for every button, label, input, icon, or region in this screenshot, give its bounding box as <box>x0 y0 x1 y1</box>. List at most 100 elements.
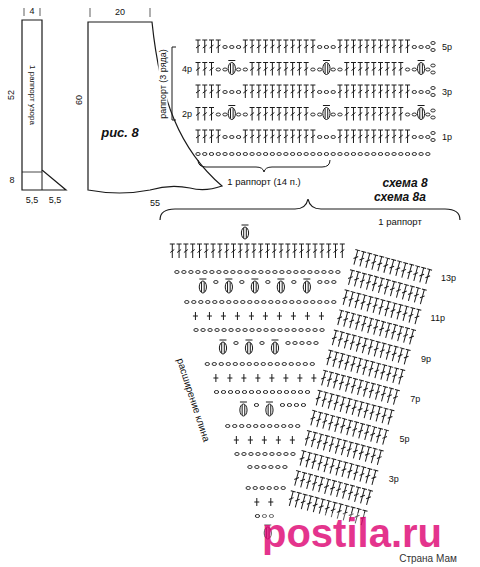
stitch-line <box>283 40 288 41</box>
stitch-line <box>349 270 353 284</box>
stitch-line <box>348 398 353 399</box>
stitch-line <box>369 362 373 376</box>
stitch-line <box>416 287 421 288</box>
stitch-line <box>299 250 303 253</box>
stitch-line <box>216 90 220 93</box>
double-crochet-symbol <box>374 406 383 422</box>
chain-symbol <box>215 329 219 332</box>
stitch-line <box>371 449 375 463</box>
stitch-line <box>322 419 327 423</box>
double-crochet-symbol <box>327 437 336 453</box>
chain-symbol <box>332 281 336 284</box>
bobble-outline <box>303 281 310 293</box>
chain-symbol <box>392 153 396 156</box>
double-crochet-symbol <box>217 244 222 258</box>
stitch-line <box>170 250 174 253</box>
double-crochet-symbol <box>304 130 309 143</box>
stitch-line <box>416 309 421 310</box>
stitch-line <box>213 378 218 379</box>
stitch-line <box>323 60 330 61</box>
double-crochet-symbol <box>365 318 374 334</box>
double-crochet-symbol <box>209 63 214 76</box>
stitch-line <box>360 401 365 402</box>
stitch-line <box>366 469 370 483</box>
stitch-line <box>391 309 396 313</box>
stitch-line <box>403 333 408 337</box>
stitch-line <box>320 455 325 456</box>
stitch-line <box>309 496 314 497</box>
stitch-line <box>358 85 363 86</box>
stitch-line <box>372 45 376 48</box>
double-crochet-symbol <box>407 329 416 345</box>
stitch-line <box>379 327 384 331</box>
stitch-line <box>244 405 245 415</box>
stitch-line <box>361 489 365 503</box>
double-crochet-symbol <box>363 253 372 269</box>
double-crochet-symbol <box>351 443 360 459</box>
stitch-line <box>376 385 380 399</box>
stitch-line <box>270 85 275 86</box>
double-crochet-symbol <box>304 474 313 490</box>
chain-symbol <box>243 68 247 71</box>
double-crochet-symbol <box>344 398 353 414</box>
repeat-label: 1 раппорт (14 п.) <box>226 177 301 187</box>
stitch-line <box>392 62 397 63</box>
stitch-line <box>297 107 302 108</box>
stitch-line <box>196 62 201 63</box>
stitch-line <box>370 432 375 436</box>
single-crochet-symbol <box>241 374 246 382</box>
double-crochet-symbol <box>314 412 323 428</box>
double-crochet-symbol <box>334 460 343 476</box>
stitch-line <box>355 443 360 444</box>
double-crochet-symbol <box>333 244 338 258</box>
stitch-line <box>336 417 341 418</box>
chain-symbol <box>236 46 240 49</box>
stitch-line <box>365 45 369 48</box>
stitch-line <box>333 502 338 503</box>
chain-symbol <box>317 68 321 71</box>
stitch-line <box>421 267 426 268</box>
single-crochet-symbol <box>277 312 282 320</box>
double-crochet-symbol <box>292 471 301 487</box>
stitch-line <box>373 298 377 312</box>
double-crochet-symbol <box>356 423 365 439</box>
chain-symbol <box>229 329 233 332</box>
chain-symbol <box>331 113 335 116</box>
stitch-line <box>351 313 356 314</box>
double-crochet-symbol <box>290 40 295 53</box>
stitch-line <box>264 113 268 116</box>
stitch-line <box>359 451 364 455</box>
chain-symbol <box>205 363 209 366</box>
stitch-line <box>348 491 353 495</box>
stitch-line <box>418 105 425 106</box>
stitch-line <box>218 250 222 253</box>
stitch-line <box>343 440 348 441</box>
chain-symbol <box>175 271 179 274</box>
stitch-line <box>380 349 385 353</box>
stitch-line <box>347 421 351 435</box>
stitch-line <box>414 288 418 302</box>
chain-symbol <box>419 91 423 94</box>
chain-symbol <box>378 153 382 156</box>
double-crochet-symbol <box>332 417 341 433</box>
chain-symbol <box>345 153 349 156</box>
stitch-line <box>394 368 399 369</box>
stitch-line <box>367 302 372 306</box>
double-crochet-symbol <box>382 279 391 295</box>
stitch-line <box>361 274 365 288</box>
stitch-line <box>355 299 360 303</box>
stitch-line <box>337 130 342 131</box>
double-crochet-symbol <box>358 63 363 76</box>
double-crochet-symbol <box>337 130 342 143</box>
stitch-line <box>292 244 297 245</box>
double-crochet-symbol <box>299 244 304 258</box>
chain-symbol <box>254 425 258 428</box>
double-crochet-symbol <box>378 108 383 121</box>
chain-symbol <box>311 68 315 71</box>
stitch-line <box>385 40 390 41</box>
stitch-line <box>331 437 336 438</box>
chain-symbol <box>263 391 267 394</box>
stitch-line <box>209 40 214 41</box>
double-crochet-symbol <box>353 315 362 331</box>
stitch-line <box>311 90 315 93</box>
